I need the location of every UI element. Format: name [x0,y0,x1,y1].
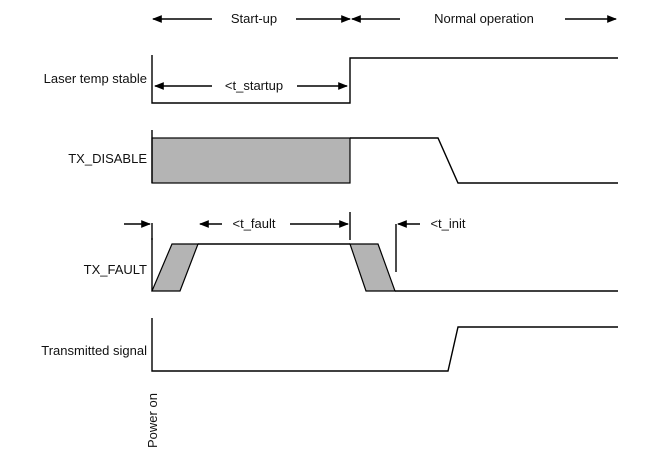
signal-tx-disable: TX_DISABLE [68,130,618,184]
t-init-label: <t_init [430,216,465,231]
t-startup-label: <t_startup [225,78,283,93]
t-fault-label: <t_fault [232,216,275,231]
laser-waveform [151,55,618,104]
signal-label-tx-fault: TX_FAULT [84,262,147,277]
phase-startup-label: Start-up [231,11,277,26]
tx-fault-shaded-rise [151,243,199,292]
signal-transmitted: Transmitted signal [41,318,618,372]
tx-disable-waveform [350,137,618,184]
phase-header: Start-up Normal operation [152,11,617,26]
signal-tx-fault: TX_FAULT <t_fault <t_init [84,212,618,292]
power-on-label: Power on [145,393,160,448]
signal-label-tx-disable: TX_DISABLE [68,151,147,166]
tx-disable-shaded-region [151,137,351,184]
transmitted-waveform [151,318,618,372]
signal-label-laser: Laser temp stable [44,71,147,86]
tx-fault-shaded-fall [349,243,396,292]
signal-label-transmitted: Transmitted signal [41,343,147,358]
signal-laser-temp: Laser temp stable <t_startup [44,55,618,104]
phase-normal-label: Normal operation [434,11,534,26]
